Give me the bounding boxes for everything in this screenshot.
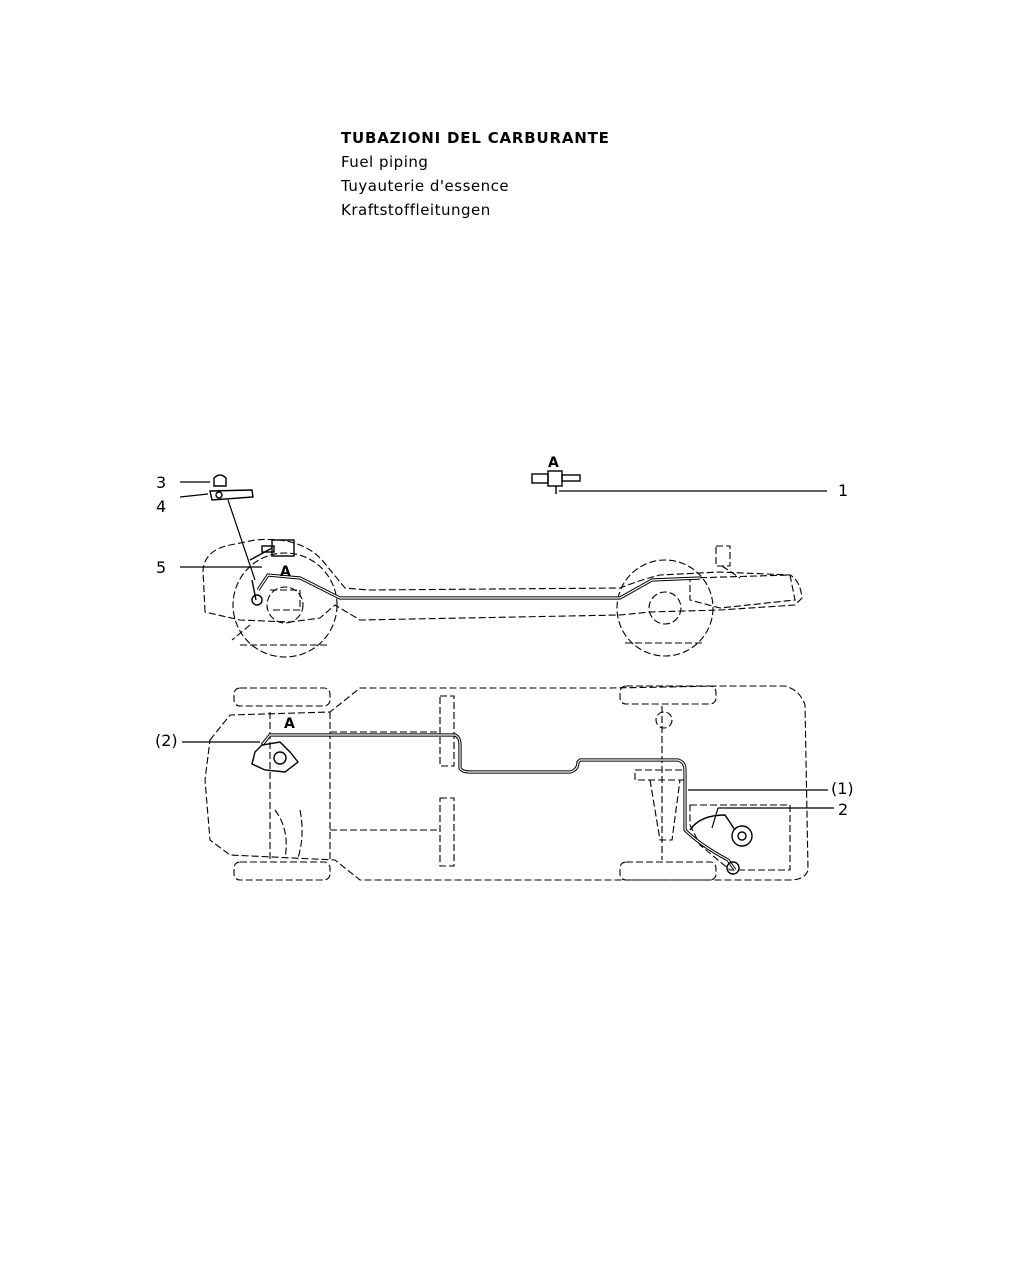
detail-a-fitting: A bbox=[531, 455, 581, 494]
part-3-nut bbox=[213, 474, 227, 487]
title-italian: TUBAZIONI DEL CARBURANTE bbox=[341, 129, 610, 147]
title-block: TUBAZIONI DEL CARBURANTE Fuel piping Tuy… bbox=[341, 126, 610, 222]
detail-a-label: A bbox=[548, 455, 559, 471]
side-view-chassis: A bbox=[202, 538, 803, 658]
title-english: Fuel piping bbox=[341, 153, 429, 171]
callout-2: 2 bbox=[838, 800, 848, 819]
callout-2-parenthesized: (2) bbox=[155, 731, 178, 750]
callout-leaders: 1 3 4 5 bbox=[156, 473, 848, 581]
callout-4: 4 bbox=[156, 497, 166, 516]
callout-5: 5 bbox=[156, 558, 166, 577]
title-german: Kraftstoffleitungen bbox=[341, 201, 491, 219]
top-view-mark-a: A bbox=[284, 716, 295, 732]
callout-1: 1 bbox=[838, 481, 848, 500]
top-view-chassis: A bbox=[204, 685, 809, 881]
part-4-clamp bbox=[209, 489, 254, 501]
callout-3: 3 bbox=[156, 473, 166, 492]
callout-1-parenthesized: (1) bbox=[831, 779, 854, 798]
title-french: Tuyauterie d'essence bbox=[341, 177, 510, 195]
side-view-mark-a: A bbox=[280, 564, 291, 580]
top-view-callouts: (2) (1) 2 bbox=[155, 731, 854, 829]
